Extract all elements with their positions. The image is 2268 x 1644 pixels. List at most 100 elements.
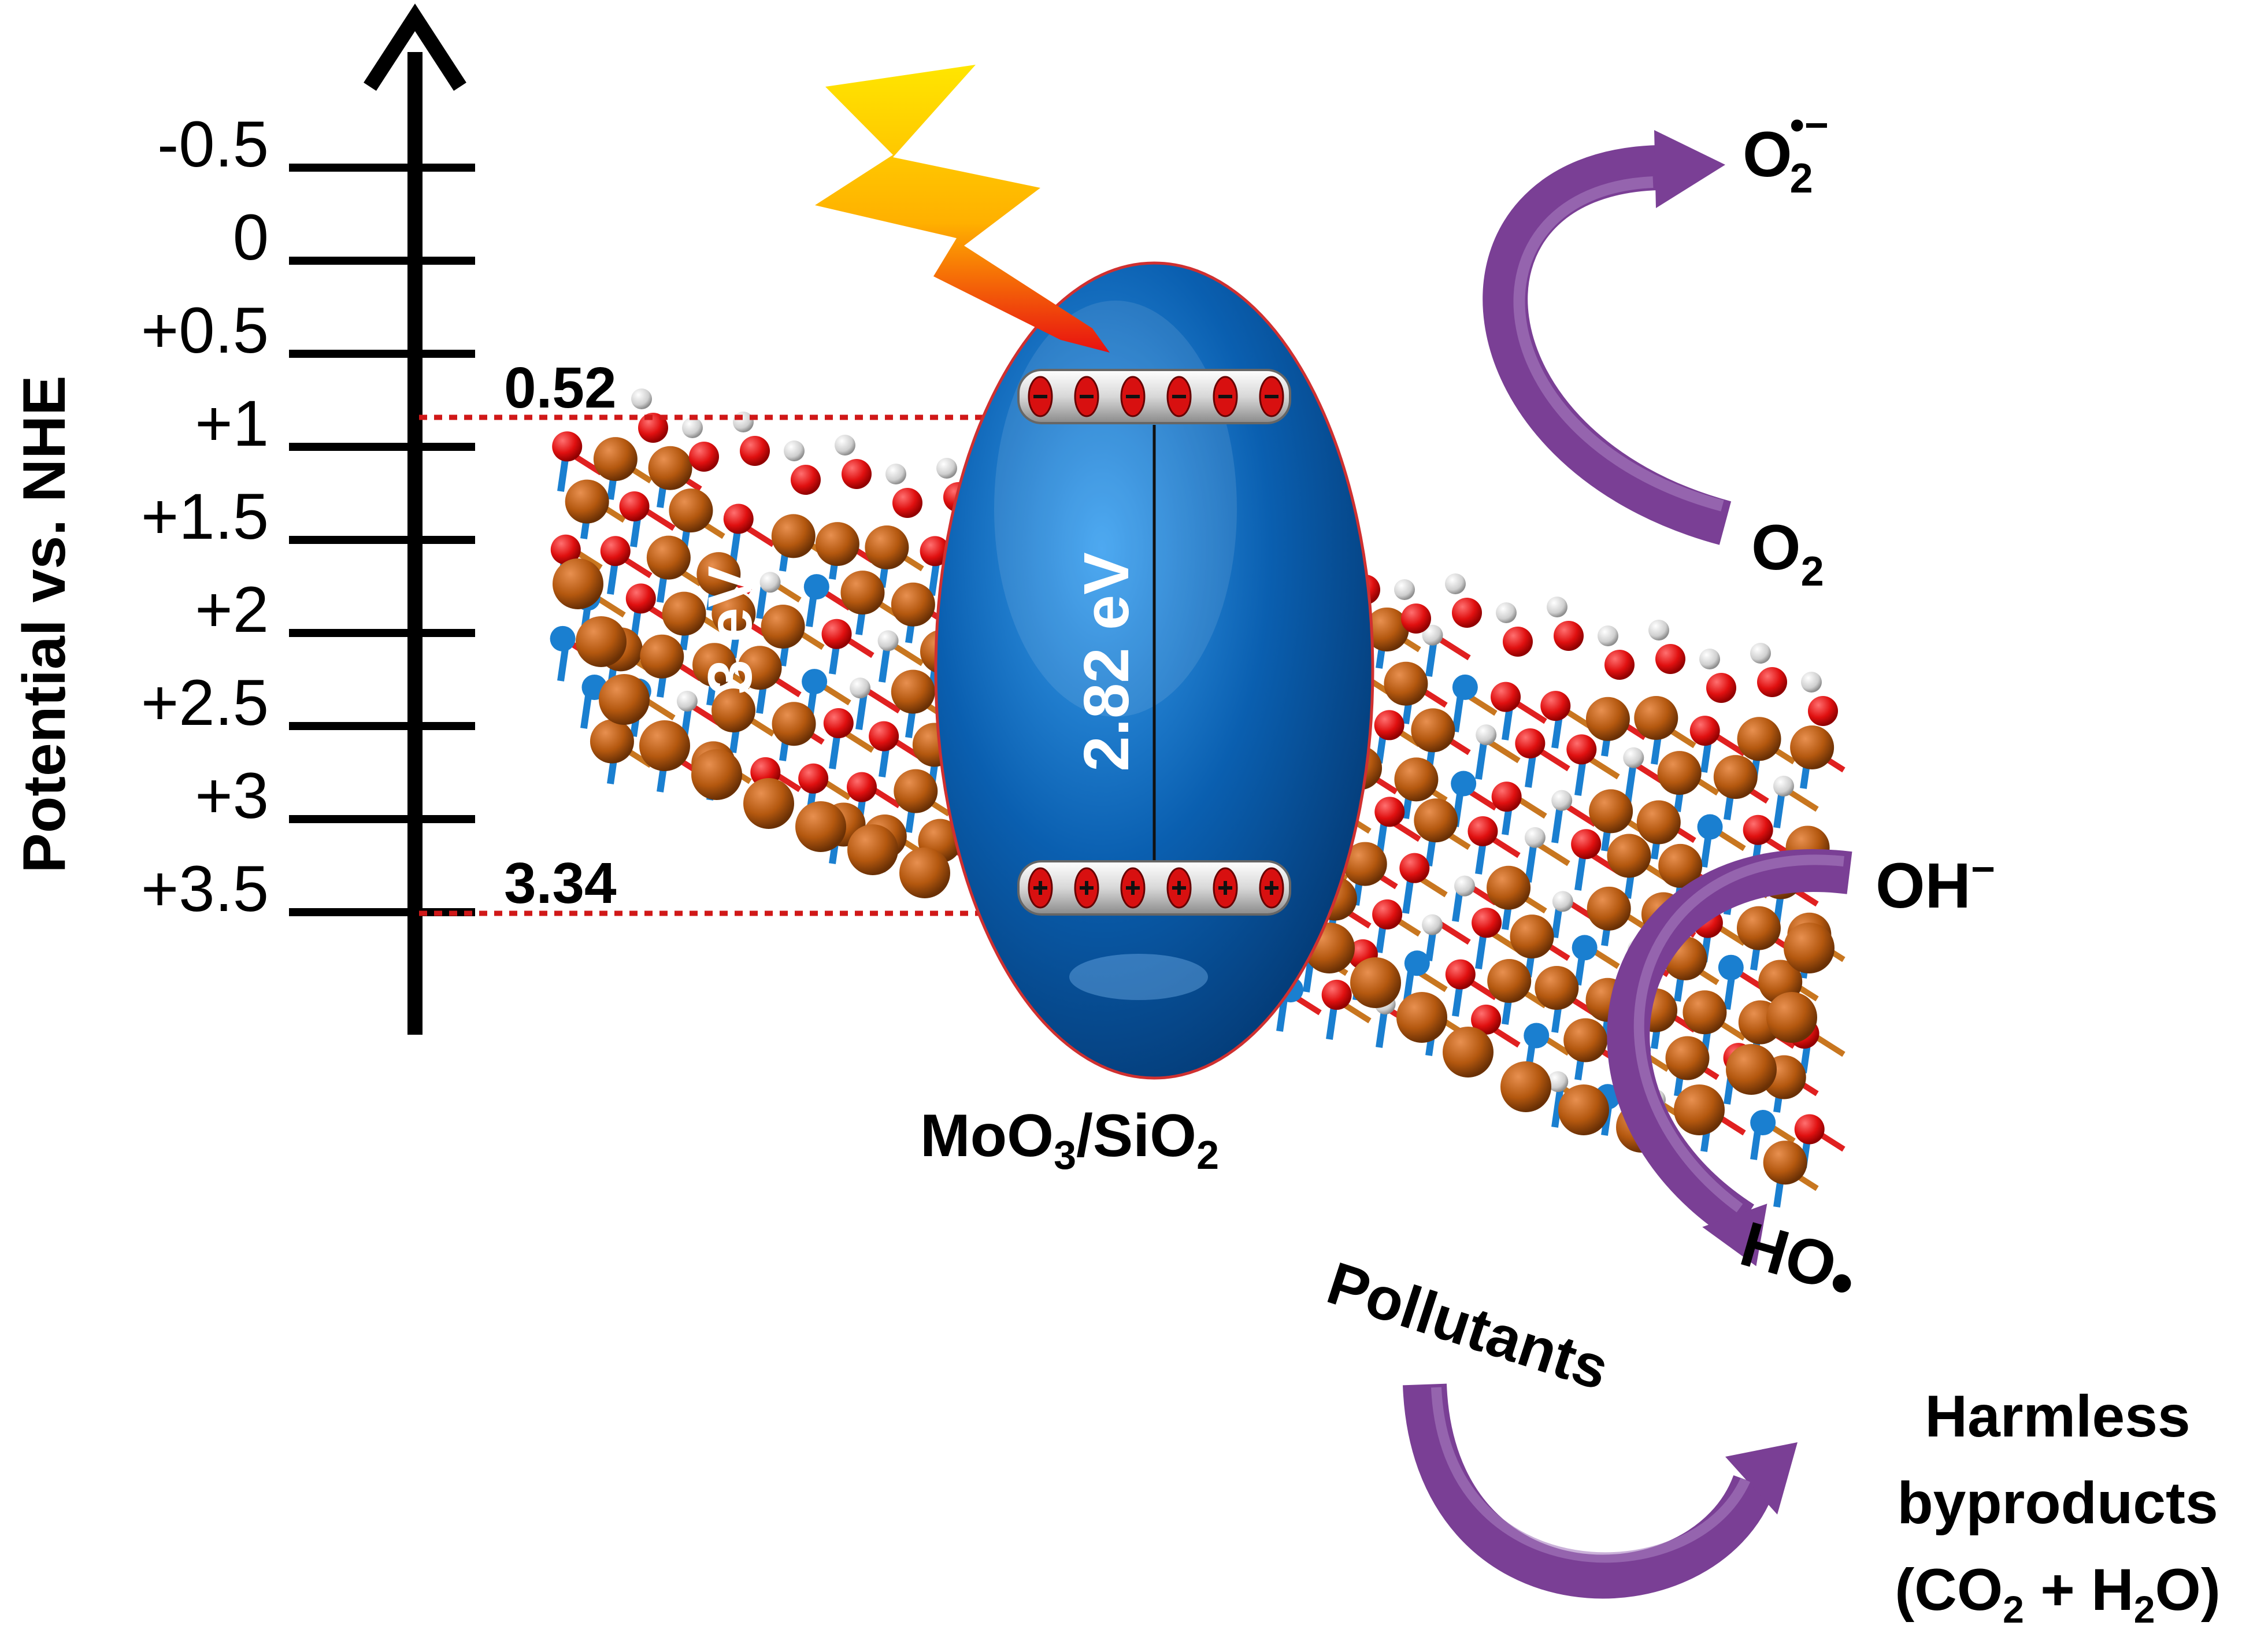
h-atom <box>733 412 754 432</box>
o-atom <box>1472 908 1502 938</box>
mo-atom <box>1585 697 1630 741</box>
axis-tick-label: 0 <box>233 201 269 273</box>
mo-atom <box>1784 923 1835 973</box>
si-atom <box>1452 674 1478 700</box>
byproducts-line2: byproducts <box>1897 1470 2218 1536</box>
mo-atom <box>1500 1061 1551 1112</box>
mo-atom <box>1510 914 1554 959</box>
potential-axis: -0.50+0.5+1+1.5+2+2.5+3+3.5 Potential vs… <box>11 3 475 1035</box>
mo-atom <box>1487 959 1532 1004</box>
pollutant-degradation-arrow <box>1403 1383 1775 1599</box>
o-atom <box>1491 682 1521 712</box>
superoxide-label: O2•− <box>1743 102 1829 202</box>
mo-atom <box>1736 906 1781 950</box>
h-atom <box>1422 914 1443 935</box>
mo-atom <box>1350 957 1401 1008</box>
o-atom <box>847 772 877 802</box>
h-atom <box>1623 747 1644 768</box>
mo-atom <box>1558 1084 1609 1135</box>
mo-atom <box>646 535 691 580</box>
lattice-bond <box>1624 762 1637 804</box>
o-atom <box>1503 627 1533 657</box>
o2-arrowhead-icon <box>1654 130 1725 208</box>
o-atom <box>1808 696 1838 726</box>
si-atom <box>1718 954 1744 980</box>
mo-atom <box>891 669 935 714</box>
axis-tick-label: -0.5 <box>157 108 269 180</box>
h-atom <box>759 572 781 593</box>
h-atom <box>1476 724 1497 746</box>
o-atom <box>600 536 631 566</box>
o-atom <box>638 413 668 443</box>
axis-tick-label: +1.5 <box>141 480 269 553</box>
o-atom <box>740 436 770 466</box>
o-atom <box>550 534 581 565</box>
mo-atom <box>640 634 684 679</box>
o-atom <box>1452 598 1482 628</box>
o-atom <box>1401 603 1431 634</box>
mo-atom <box>1384 661 1428 706</box>
mo-atom <box>865 525 909 570</box>
o-atom <box>1374 710 1404 740</box>
h-atom <box>1547 597 1567 617</box>
si-atom <box>1572 935 1598 961</box>
mo-atom <box>1443 1027 1494 1078</box>
mo-atom <box>1487 865 1531 910</box>
vb-bar <box>1017 860 1291 916</box>
mo-atom <box>1683 990 1727 1035</box>
o-atom <box>823 708 854 739</box>
lattice-bond <box>1475 738 1488 780</box>
mo-atom <box>1343 842 1387 886</box>
o-atom <box>1471 1004 1502 1035</box>
o-atom <box>869 721 899 751</box>
mo-atom <box>1766 992 1817 1043</box>
electrons <box>1028 376 1284 417</box>
o-atom <box>842 459 872 489</box>
light-bolt-icon <box>815 65 1110 353</box>
h-atom <box>1422 624 1443 646</box>
mo-atom <box>691 749 742 800</box>
h-atom <box>1801 672 1822 693</box>
oh-oxidation-arrow <box>1607 849 1852 1241</box>
mo-atom <box>1737 717 1781 761</box>
h-atom <box>1547 1071 1569 1093</box>
axis-tick-label: +3 <box>195 760 269 832</box>
mo-atom <box>692 643 737 687</box>
mo-atom <box>894 769 938 813</box>
mo-atom <box>590 719 634 764</box>
mo-atom <box>1396 992 1447 1043</box>
o-atom <box>1757 667 1787 697</box>
si-atom <box>1451 771 1477 797</box>
axis-tick-label: +2 <box>195 573 269 646</box>
o-atom <box>1706 673 1736 703</box>
hydroxide-label: OH− <box>1876 846 1995 921</box>
h-atom <box>682 417 703 438</box>
o-atom <box>619 491 650 521</box>
o-atom <box>920 536 950 566</box>
mo-atom <box>1607 834 1651 878</box>
cb-level-label: 0.52 <box>504 356 617 420</box>
cb-bar <box>1017 369 1291 424</box>
mo-atom <box>847 824 898 875</box>
mo-atom <box>553 558 603 609</box>
h-atom <box>1445 573 1466 594</box>
o-atom <box>791 465 821 495</box>
lattice-bond <box>1551 1086 1564 1128</box>
h-atom <box>676 690 698 712</box>
axis-tick-label: +2.5 <box>141 667 269 739</box>
mo-atom <box>1535 965 1579 1010</box>
oh-arrow-shine <box>1633 854 1844 1213</box>
byproducts-line1: Harmless <box>1925 1383 2190 1449</box>
o-atom <box>552 431 583 462</box>
byproducts-line3: (CO2 + H2O) <box>1895 1557 2221 1631</box>
h-atom <box>1496 602 1517 623</box>
h-atom <box>1454 875 1475 897</box>
o-atom <box>1467 816 1498 846</box>
mo-atom <box>795 801 846 852</box>
o-atom <box>892 488 922 518</box>
mo-atom <box>891 582 935 627</box>
mo-atom <box>1713 755 1758 799</box>
mo-atom <box>771 514 816 558</box>
mo-atom <box>1394 757 1439 802</box>
